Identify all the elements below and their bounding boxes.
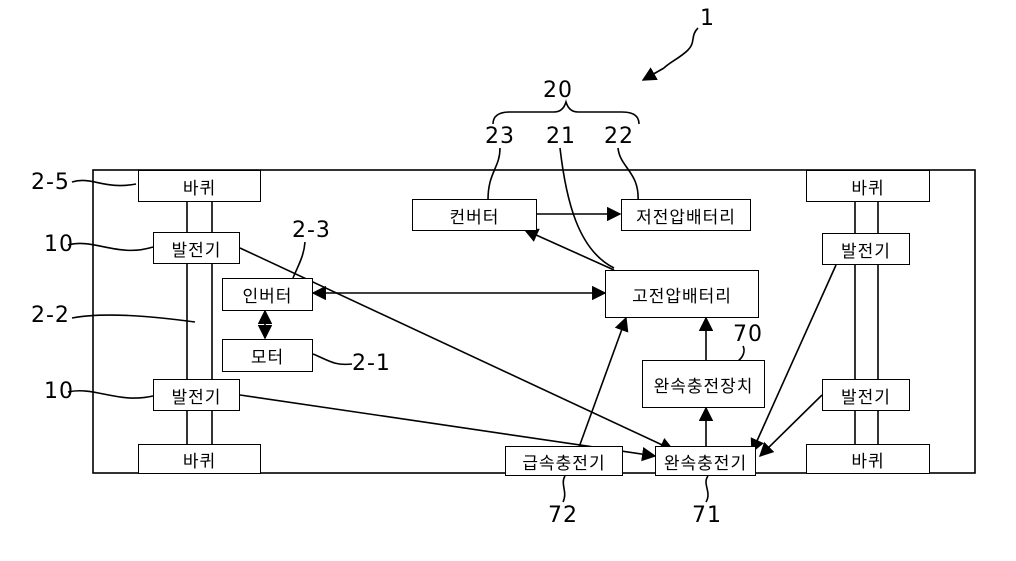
- slow-charging-device-box: 완속충전장치: [642, 360, 765, 408]
- ref-22: 22: [604, 126, 634, 148]
- ref-2-2: 2-2: [31, 305, 70, 327]
- brace-20: [493, 102, 639, 124]
- fast-charger-box: 급속충전기: [505, 446, 623, 476]
- ref-23: 23: [485, 126, 515, 148]
- motor-box: 모터: [222, 339, 313, 372]
- high-voltage-battery-box: 고전압배터리: [605, 270, 759, 318]
- generator-top-left: 발전기: [153, 232, 240, 264]
- ref-2-3: 2-3: [292, 220, 331, 242]
- ref-10-top: 10: [44, 234, 74, 256]
- leader-23: [488, 148, 500, 200]
- ref-2-5: 2-5: [31, 172, 70, 194]
- converter-box: 컨버터: [412, 199, 537, 231]
- wheel-bottom-right: 바퀴: [806, 444, 930, 474]
- leader-10-bottom: [68, 391, 153, 398]
- leader-70: [738, 346, 744, 361]
- leader-2-2: [72, 315, 195, 322]
- slow-charger-box: 완속충전기: [655, 446, 756, 476]
- generator-top-right: 발전기: [822, 233, 910, 265]
- ref-72: 72: [548, 505, 578, 527]
- arrow-generator-tr-slow-charger: [752, 265, 836, 452]
- ref-21: 21: [546, 126, 576, 148]
- figure-pointer-arrow: [643, 68, 664, 80]
- ref-10-bottom: 10: [44, 381, 74, 403]
- ref-71: 71: [692, 505, 722, 527]
- ref-20: 20: [543, 80, 573, 102]
- leader-2-1: [313, 354, 352, 364]
- leader-10-top: [68, 243, 153, 250]
- leader-2-3: [293, 242, 305, 278]
- wheel-top-right: 바퀴: [806, 170, 930, 202]
- leader-72: [563, 476, 565, 502]
- ref-2-1: 2-1: [352, 353, 391, 375]
- low-voltage-battery-box: 저전압배터리: [621, 199, 751, 231]
- ref-70: 70: [733, 324, 763, 346]
- wheel-bottom-left: 바퀴: [138, 444, 261, 474]
- wheel-top-left: 바퀴: [138, 170, 261, 202]
- arrow-high-battery-converter: [525, 230, 614, 270]
- arrow-fast-charger-high-battery: [578, 318, 626, 450]
- leader-2-5: [72, 180, 136, 185]
- generator-bottom-right: 발전기: [822, 379, 910, 411]
- leader-71: [706, 476, 708, 502]
- figure-number: 1: [700, 8, 715, 30]
- inverter-box: 인버터: [222, 278, 313, 311]
- figure-pointer-squiggle: [664, 28, 698, 68]
- generator-bottom-left: 발전기: [153, 379, 240, 411]
- leader-22: [618, 148, 638, 202]
